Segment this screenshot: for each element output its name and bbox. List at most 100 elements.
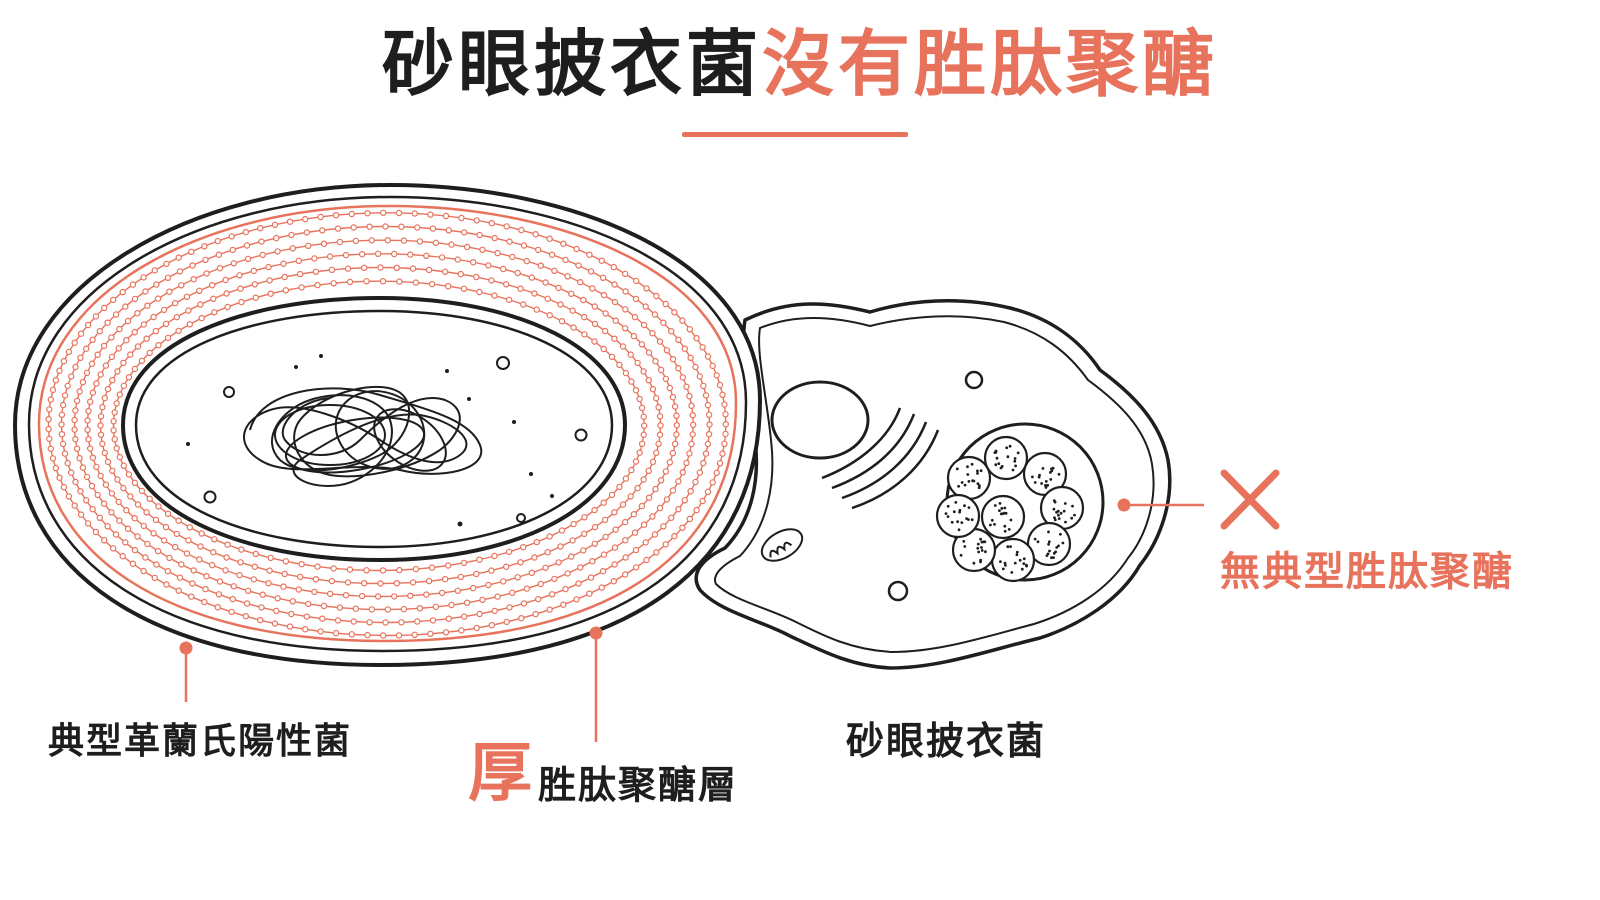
peptidoglycan-bead [377, 580, 384, 587]
elementary-body-speckle [1018, 558, 1022, 562]
peptidoglycan-bead [188, 248, 195, 255]
peptidoglycan-bead [114, 476, 121, 483]
peptidoglycan-bead [616, 361, 623, 368]
elementary-body-speckle [1041, 467, 1045, 470]
peptidoglycan-bead [185, 307, 192, 314]
chlamydia-cell [694, 299, 1172, 670]
peptidoglycan-bead [428, 564, 436, 571]
elementary-body-speckle [955, 467, 959, 471]
peptidoglycan-bead [564, 570, 571, 577]
peptidoglycan-bead [716, 381, 724, 389]
peptidoglycan-bead [94, 491, 101, 499]
elementary-body-speckle [958, 510, 961, 514]
peptidoglycan-bead [686, 450, 693, 457]
peptidoglycan-bead [79, 378, 87, 386]
peptidoglycan-bead [154, 547, 162, 555]
peptidoglycan-bead [577, 564, 584, 571]
peptidoglycan-bead [382, 619, 389, 626]
peptidoglycan-bead [305, 242, 312, 249]
peptidoglycan-bead [282, 287, 290, 294]
peptidoglycan-bead [427, 630, 434, 638]
peptidoglycan-bead [104, 385, 112, 393]
peptidoglycan-bead [438, 589, 446, 597]
elementary-body-speckle [979, 558, 983, 562]
peptidoglycan-bead [295, 586, 302, 593]
peptidoglycan-bead [125, 471, 133, 478]
elementary-body-speckle [990, 518, 994, 522]
peptidoglycan-bead [586, 251, 593, 258]
peptidoglycan-bead [317, 628, 324, 635]
peptidoglycan-bead [189, 580, 196, 587]
peptidoglycan-bead [564, 273, 571, 280]
elementary-body-speckle [1033, 537, 1037, 541]
peptidoglycan-bead [425, 577, 433, 585]
peptidoglycan-bead [612, 317, 619, 324]
peptidoglycan-bead [160, 306, 168, 314]
peptidoglycan-bead [113, 445, 120, 452]
peptidoglycan-bead [336, 238, 343, 246]
peptidoglycan-bead [134, 533, 141, 540]
peptidoglycan-bead [52, 377, 60, 384]
peptidoglycan-bead [599, 568, 607, 575]
peptidoglycan-bead [114, 368, 121, 375]
vesicle [964, 370, 984, 390]
peptidoglycan-bead [280, 583, 287, 590]
peptidoglycan-bead [645, 494, 653, 501]
peptidoglycan-bead [612, 526, 619, 533]
peptidoglycan-bead [342, 251, 350, 259]
peptidoglycan-bead [558, 318, 566, 325]
elementary-body-speckle [979, 469, 983, 473]
elementary-body-speckle [1015, 550, 1019, 554]
elementary-body-speckle [999, 512, 1003, 516]
peptidoglycan-bead [653, 292, 660, 300]
peptidoglycan-bead [692, 363, 699, 371]
peptidoglycan-bead [448, 601, 455, 609]
elementary-body-speckle [1070, 516, 1074, 520]
peptidoglycan-bead [336, 604, 343, 611]
peptidoglycan-bead [532, 610, 539, 618]
peptidoglycan-bead [693, 335, 700, 342]
peptidoglycan-bead [288, 610, 295, 618]
peptidoglycan-bead [250, 267, 257, 275]
peptidoglycan-bead [509, 253, 516, 261]
peptidoglycan-bead [96, 514, 104, 522]
peptidoglycan-bead [197, 543, 204, 550]
peptidoglycan-bead [73, 397, 81, 405]
peptidoglycan-bead [649, 330, 656, 337]
peptidoglycan-bead [67, 373, 75, 380]
peptidoglycan-bead [602, 533, 609, 541]
peptidoglycan-bead [517, 559, 524, 566]
peptidoglycan-bead [52, 464, 60, 472]
peptidoglycan-bead [289, 245, 296, 252]
peptidoglycan-bead [363, 278, 370, 285]
peptidoglycan-bead [580, 547, 587, 554]
peptidoglycan-bead [251, 281, 258, 288]
peptidoglycan-bead [258, 238, 265, 245]
elementary-body-speckle [977, 550, 980, 554]
peptidoglycan-bead [164, 274, 172, 281]
peptidoglycan-bead [242, 613, 249, 620]
peptidoglycan-bead [328, 266, 336, 274]
peptidoglycan-bead [119, 288, 126, 296]
peptidoglycan-bead [45, 416, 52, 423]
peptidoglycan-bead [600, 291, 608, 299]
peptidoglycan-bead [223, 554, 230, 561]
peptidoglycan-bead [570, 520, 577, 528]
peptidoglycan-bead [109, 377, 116, 384]
peptidoglycan-bead [693, 506, 700, 514]
peptidoglycan-bead [146, 495, 153, 502]
elementary-body-speckle [957, 484, 960, 488]
peptidoglycan-bead [652, 485, 659, 493]
peptidoglycan-bead [599, 274, 607, 281]
peptidoglycan-bead [633, 277, 640, 285]
label-peptidoglycan-layer: 胜肽聚醣層 [538, 763, 739, 807]
peptidoglycan-bead [520, 242, 528, 249]
title-part-no-peptidoglycan: 沒有胜肽聚醣 [762, 22, 1219, 106]
elementary-body-speckle [1055, 510, 1058, 514]
peptidoglycan-bead [581, 313, 588, 321]
peptidoglycan-bead [344, 579, 352, 586]
elementary-body-speckle [1071, 504, 1074, 508]
peptidoglycan-bead [93, 463, 100, 471]
peptidoglycan-bead [131, 479, 139, 486]
peptidoglycan-bead [77, 354, 84, 361]
